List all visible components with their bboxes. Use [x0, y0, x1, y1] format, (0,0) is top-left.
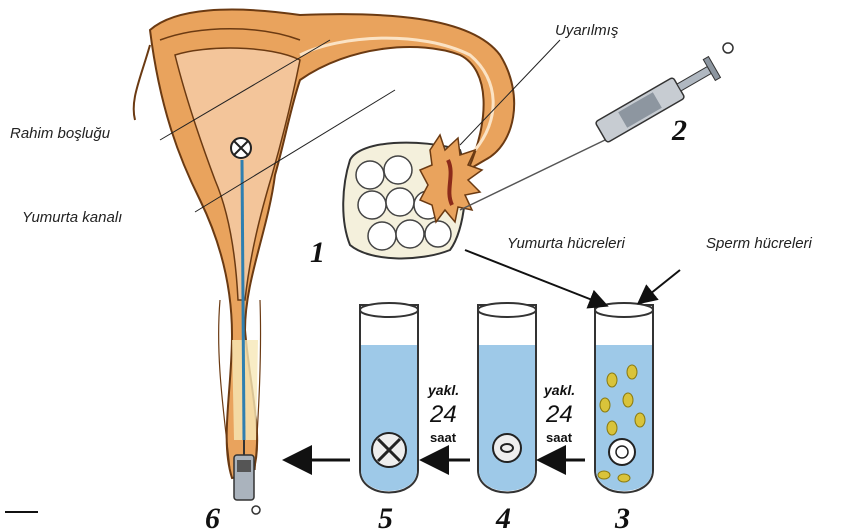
label-rahim-boslugu: Rahim boşluğu	[10, 125, 111, 142]
step-3: 3	[614, 502, 630, 532]
step-1: 1	[310, 236, 325, 269]
catheter-tube	[242, 160, 244, 440]
svg-text:saat: saat	[546, 430, 573, 445]
label-sperm-hucreleri: Sperm hücreleri	[706, 235, 813, 252]
ovary	[343, 135, 482, 258]
label-uyarilmis: Uyarılmış	[555, 22, 619, 39]
svg-text:24: 24	[545, 401, 573, 428]
test-tube-4	[478, 303, 536, 493]
arrow-sperm-to-tube	[640, 270, 680, 302]
duration-5-4: yakl. 24 saat	[427, 382, 459, 445]
svg-text:saat: saat	[430, 430, 457, 445]
step-2: 2	[671, 114, 687, 147]
svg-text:yakl.: yakl.	[543, 382, 575, 398]
step-5: 5	[378, 502, 393, 532]
step-6: 6	[205, 502, 220, 532]
label-yumurta-kanali: Yumurta kanalı	[22, 209, 122, 226]
arrow-eggs-to-tube	[465, 250, 605, 305]
test-tube-3	[595, 303, 653, 493]
label-yumurta-hucreleri: Yumurta hücreleri	[507, 235, 625, 252]
test-tube-5	[360, 303, 418, 493]
step-4: 4	[495, 502, 511, 532]
svg-text:yakl.: yakl.	[427, 382, 459, 398]
duration-4-3: yakl. 24 saat	[543, 382, 575, 445]
svg-text:24: 24	[429, 401, 457, 428]
embryo-in-uterus	[231, 138, 251, 158]
